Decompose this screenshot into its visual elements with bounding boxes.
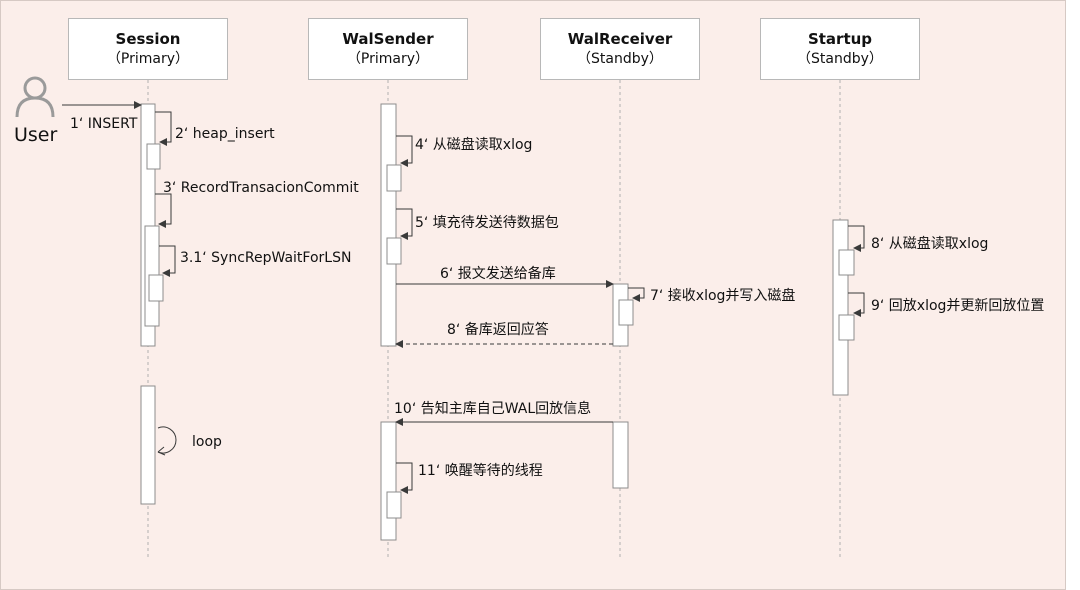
participant-name: Startup [807,30,873,48]
activation-walsender-1 [380,103,397,347]
label-heap-insert: 2‘ heap_insert [175,126,275,142]
arrow-replay-xlog [848,292,865,317]
label-notify-replay: 10‘ 告知主库自己WAL回放信息 [394,400,591,417]
activation-session-syncrep [148,274,164,302]
label-replay-xlog: 9‘ 回放xlog并更新回放位置 [871,298,1044,314]
arrow-receive-write [628,287,645,302]
participant-role: （Primary） [106,51,190,67]
activation-walreceiver-write [618,299,634,326]
activation-session-loop [140,385,156,505]
arrow-read-xlog [396,135,413,167]
activation-session-heap [146,143,161,170]
loop-arrowhead [157,446,166,456]
arrow-wake-waiters [396,462,413,494]
label-record-commit: 3‘ RecordTransacionCommit [163,180,359,196]
label-syncrep-wait: 3.1‘ SyncRepWaitForLSN [180,250,351,266]
loop-arc [157,426,177,454]
arrow-heap-insert [155,111,172,146]
label-startup-read-xlog: 8‘ 从磁盘读取xlog [871,235,988,252]
activation-startup-replay [838,314,855,341]
activation-startup-1 [832,219,849,396]
arrow-fill-packet [396,208,413,240]
label-fill-packet: 5‘ 填充待发送待数据包 [415,215,559,231]
participant-name: WalReceiver [567,30,673,48]
participant-name: Session [115,30,181,48]
activation-walreceiver-2 [612,421,629,489]
participant-name: WalSender [342,30,434,48]
label-standby-reply: 8‘ 备库返回应答 [447,321,549,338]
label-insert: 1‘ INSERT [70,116,138,132]
label-read-xlog: 4‘ 从磁盘读取xlog [415,136,532,153]
arrow-record-commit [155,193,172,228]
label-wake-waiters: 11‘ 唤醒等待的线程 [418,462,543,479]
participant-walsender: WalSender （Primary） [308,18,468,80]
activation-walsender-read [386,164,402,192]
participant-walreceiver: WalReceiver （Standby） [540,18,700,80]
arrow-syncrep-wait [159,245,176,277]
label-send-to-standby: 6‘ 报文发送给备库 [440,265,556,282]
user-icon [15,76,55,118]
label-receive-write: 7‘ 接收xlog并写入磁盘 [650,287,795,304]
label-loop: loop [192,434,222,450]
arrow-startup-read-xlog [848,225,865,252]
participant-role: （Primary） [346,51,430,67]
activation-walsender-2 [380,421,397,541]
participant-role: （Standby） [577,51,663,67]
activation-walsender-wake [386,491,402,519]
activation-walsender-fill [386,237,402,265]
participant-startup: Startup （Standby） [760,18,920,80]
user-label: User [14,124,57,146]
participant-session: Session （Primary） [68,18,228,80]
participant-role: （Standby） [797,51,883,67]
activation-startup-read [838,249,855,276]
